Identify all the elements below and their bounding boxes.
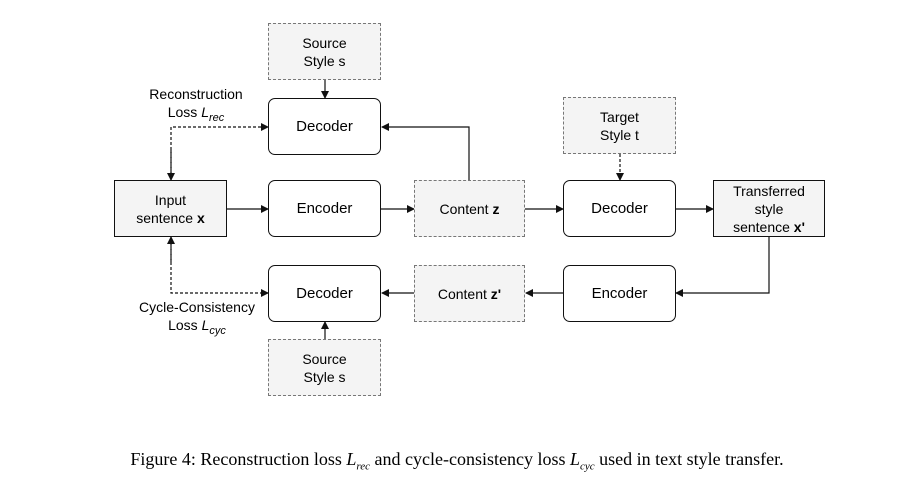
arrow-transferred-to-encoder — [675, 236, 770, 297]
source-style-top-box: Source Style s — [268, 23, 381, 80]
transferred-line3: sentence x' — [733, 218, 805, 235]
content-z-prime-label: Content z' — [437, 285, 502, 302]
encoder-left-label: Encoder — [296, 199, 353, 217]
target-style-line2: Style t — [600, 126, 639, 143]
source-style-top-line2: Style s — [303, 52, 346, 69]
source-style-top-line1: Source — [302, 34, 347, 51]
decoder-mid-label: Decoder — [591, 199, 648, 217]
content-z-var: z — [492, 200, 500, 217]
transferred-sentence-box: Transferred style sentence x' — [713, 180, 825, 237]
input-sentence-var: x — [196, 209, 205, 226]
decoder-bottom-box: Decoder — [268, 265, 381, 322]
cycle-loss-line1: Cycle-Consistency — [139, 299, 255, 315]
cycle-loss-link — [170, 237, 269, 297]
source-style-bottom-line2: Style s — [303, 368, 346, 385]
source-style-bottom-box: Source Style s — [268, 339, 381, 396]
transferred-line1: Transferred — [733, 182, 805, 199]
encoder-left-box: Encoder — [268, 180, 381, 237]
content-z-prime-var: z' — [490, 285, 502, 302]
reconstruction-loss-label: Reconstruction Loss Lrec — [126, 85, 266, 127]
encoder-right-label: Encoder — [591, 284, 648, 302]
reconstruction-loss-line1: Reconstruction — [149, 86, 243, 102]
content-z-box: Content z — [414, 180, 525, 237]
content-z-prime-box: Content z' — [414, 265, 525, 322]
arrow-content-to-decoder-top — [381, 123, 470, 180]
decoder-top-label: Decoder — [296, 117, 353, 135]
source-style-bottom-line1: Source — [302, 350, 347, 367]
encoder-right-box: Encoder — [563, 265, 676, 322]
input-sentence-box: Input sentence x — [114, 180, 227, 237]
target-style-box: Target Style t — [563, 97, 676, 154]
decoder-mid-box: Decoder — [563, 180, 676, 237]
reconstruction-loss-link — [170, 123, 269, 180]
cycle-loss-label: Cycle-Consistency Loss Lcyc — [126, 298, 268, 340]
cycle-loss-line2: Loss Lcyc — [168, 317, 226, 337]
transferred-line2: style — [754, 200, 784, 217]
content-z-label: Content z — [439, 200, 500, 217]
target-style-line1: Target — [600, 108, 639, 125]
figure-caption: Figure 4: Reconstruction loss Lrec and c… — [130, 449, 784, 473]
decoder-top-box: Decoder — [268, 98, 381, 155]
input-sentence-line1: Input — [154, 191, 187, 208]
transferred-var: x' — [793, 218, 805, 235]
input-sentence-line2: sentence x — [136, 209, 205, 226]
decoder-bottom-label: Decoder — [296, 284, 353, 302]
reconstruction-loss-line2: Loss Lrec — [167, 104, 225, 124]
